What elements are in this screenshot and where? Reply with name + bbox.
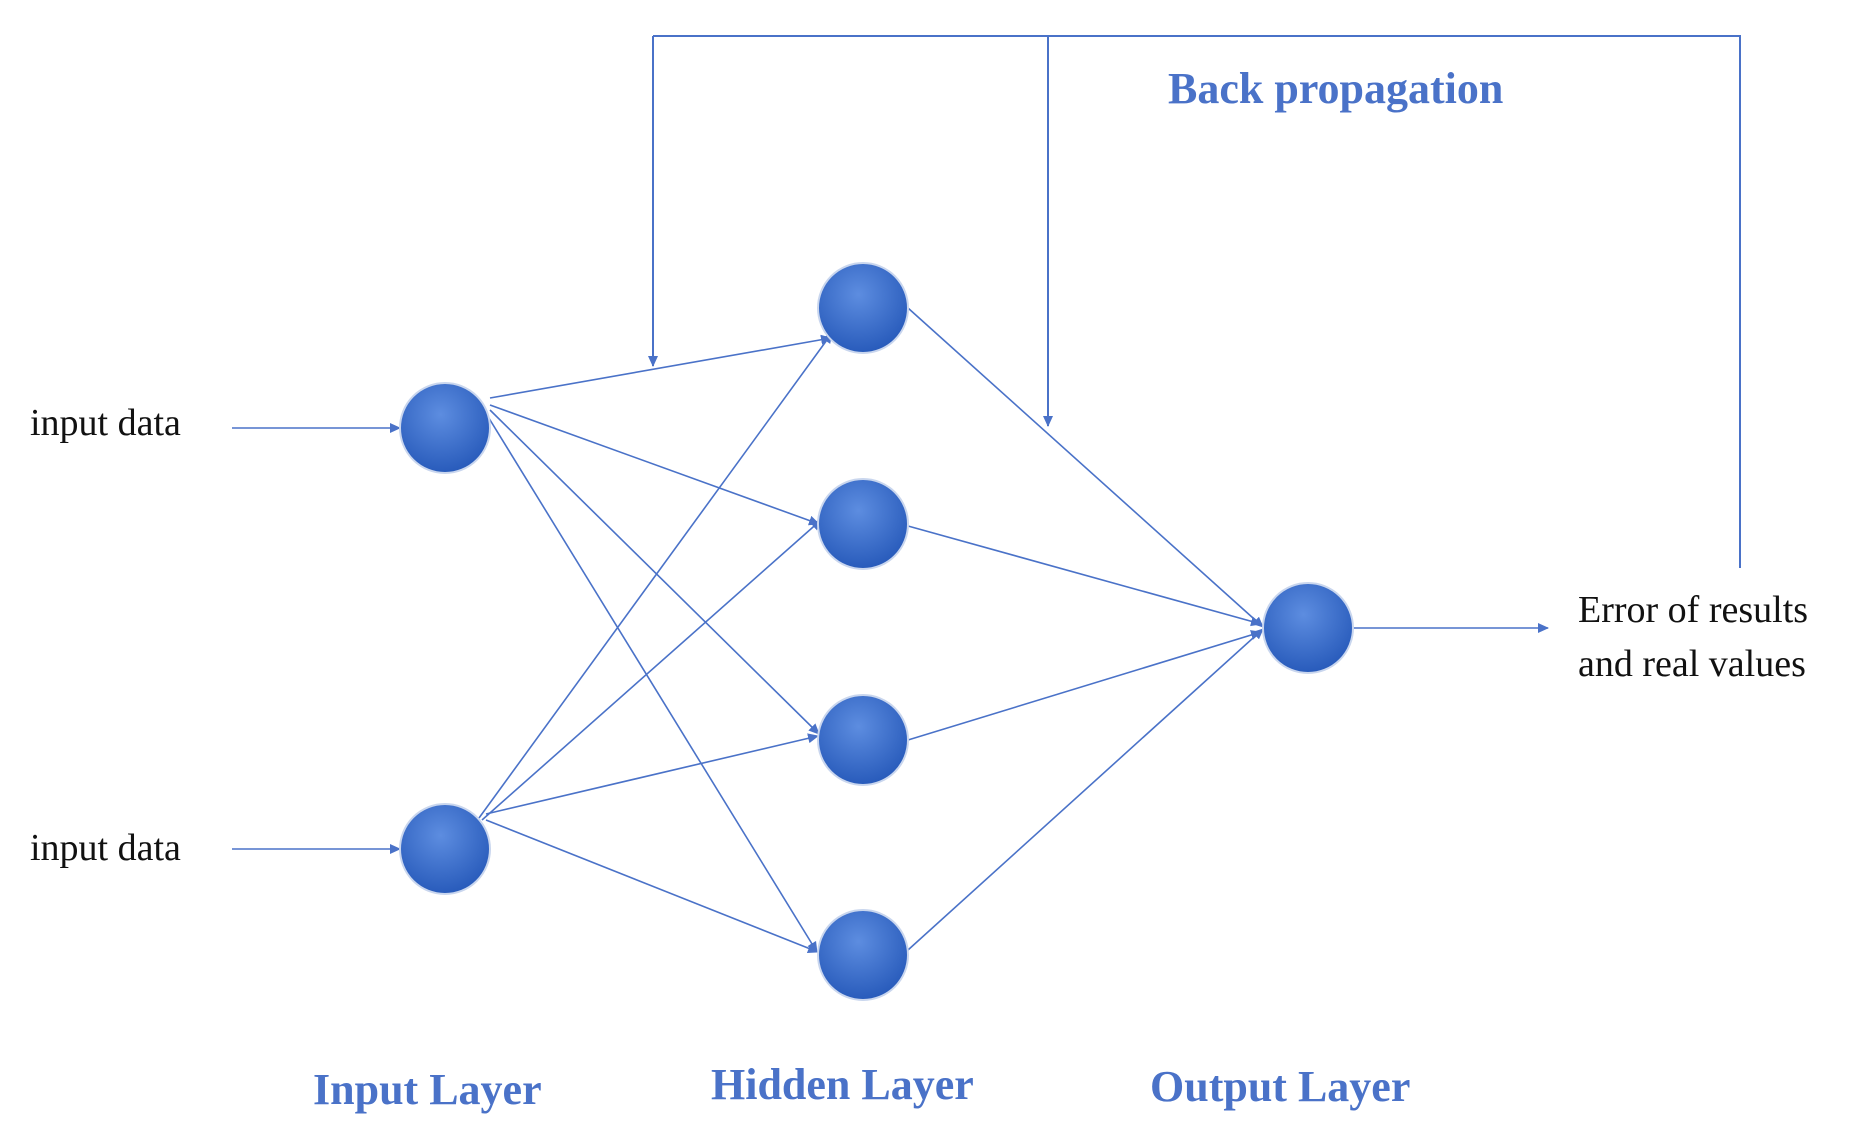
edge-h1-o — [907, 307, 1264, 628]
input-node-1 — [399, 382, 491, 474]
edge-i1-h2 — [489, 404, 820, 526]
edge-i1-h3 — [489, 409, 820, 735]
input-layer-nodes — [399, 382, 491, 895]
input-layer-label: Input Layer — [313, 1065, 542, 1114]
input-data-label-1: input data — [30, 402, 181, 444]
input-data-label-2: input data — [30, 827, 181, 869]
hidden-layer-nodes — [817, 262, 909, 1001]
input-node-2 — [399, 803, 491, 895]
hidden-output-connections — [907, 307, 1264, 951]
edge-i2-h2 — [481, 519, 822, 821]
edge-h2-o — [907, 525, 1262, 627]
edge-h3-o — [907, 630, 1262, 741]
error-label-line1: Error of results — [1578, 589, 1808, 631]
back-propagation-label: Back propagation — [1168, 64, 1503, 113]
edge-i2-h1 — [478, 332, 833, 819]
edge-i1-h4 — [486, 414, 818, 953]
hidden-node-1 — [817, 262, 909, 354]
back-propagation-feedback — [648, 35, 1741, 568]
output-layer-nodes — [1262, 582, 1354, 674]
output-layer-label: Output Layer — [1150, 1062, 1410, 1111]
output-node — [1262, 582, 1354, 674]
hidden-layer-label: Hidden Layer — [711, 1060, 974, 1109]
error-label-line2: and real values — [1578, 643, 1806, 685]
edge-h4-o — [907, 628, 1264, 951]
hidden-node-4 — [817, 909, 909, 1001]
edge-i1-h1 — [489, 334, 832, 399]
input-arrows — [232, 423, 401, 854]
input-hidden-connections — [478, 332, 833, 953]
feedback-main-line — [653, 35, 1741, 568]
edge-i2-h4 — [485, 819, 819, 953]
hidden-node-2 — [817, 478, 909, 570]
edge-i2-h3 — [485, 733, 819, 815]
hidden-node-3 — [817, 694, 909, 786]
